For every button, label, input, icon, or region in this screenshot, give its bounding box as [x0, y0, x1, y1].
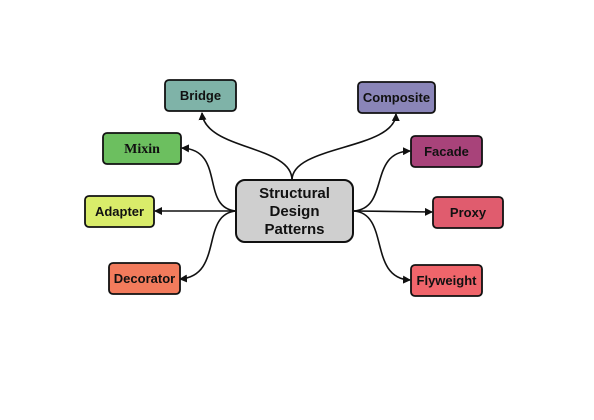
edge-to-bridge [198, 112, 293, 181]
edge-to-mixin [181, 144, 237, 212]
node-flyweight: Flyweight [410, 264, 483, 297]
center-title-line-3: Patterns [264, 221, 324, 238]
node-adapter-box [84, 195, 155, 228]
node-adapter-label: Adapter [95, 204, 144, 219]
edge-to-decorator [179, 210, 237, 283]
center-node: Structural Design Patterns [235, 179, 354, 243]
node-decorator: Decorator [108, 262, 181, 295]
node-proxy-box [432, 196, 504, 229]
node-bridge-label: Bridge [180, 88, 221, 103]
node-facade-box [410, 135, 483, 168]
center-title-line-1: Structural [259, 185, 330, 202]
node-composite-box [357, 81, 436, 114]
node-flyweight-box [410, 264, 483, 297]
node-mixin-box [102, 132, 182, 165]
node-mixin-label: Mixin [124, 142, 160, 157]
node-bridge: Bridge [164, 79, 237, 112]
edge-to-facade [353, 147, 411, 212]
node-bridge-box [164, 79, 237, 112]
node-facade-label: Facade [424, 144, 469, 159]
center-title-line-2: Design [269, 203, 319, 220]
node-composite-label: Composite [363, 90, 430, 105]
edge-to-flyweight [353, 210, 411, 284]
node-proxy: Proxy [432, 196, 504, 229]
node-mixin: Mixin [102, 132, 182, 165]
node-flyweight-label: Flyweight [417, 273, 478, 288]
node-decorator-box [108, 262, 181, 295]
node-decorator-label: Decorator [114, 271, 175, 286]
node-proxy-label: Proxy [450, 205, 487, 220]
node-adapter: Adapter [84, 195, 155, 228]
edge-to-proxy [353, 207, 433, 216]
node-composite: Composite [357, 81, 436, 114]
node-facade: Facade [410, 135, 483, 168]
edges [154, 112, 433, 284]
edge-to-composite [291, 113, 400, 181]
center-node-box [235, 179, 354, 243]
